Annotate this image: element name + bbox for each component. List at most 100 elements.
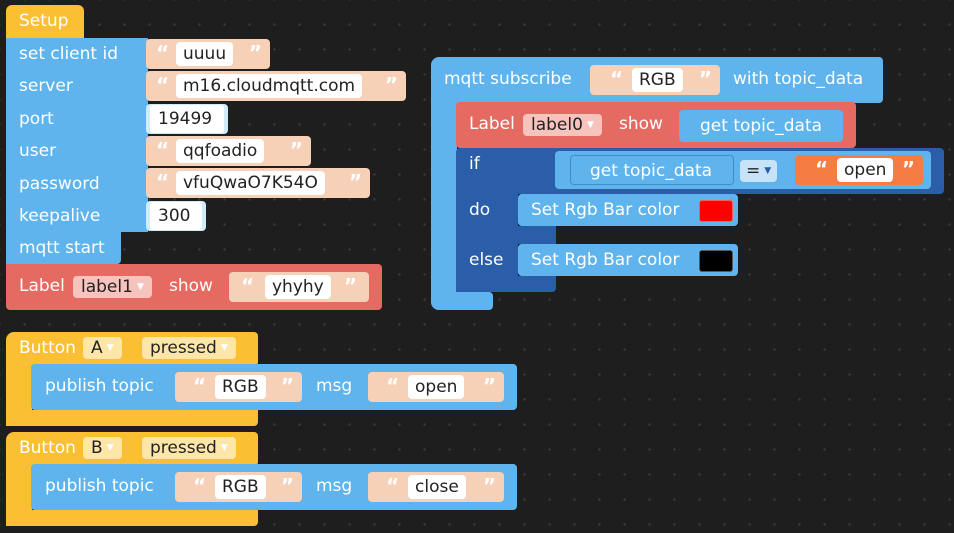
label1-dropdown-value: label1	[81, 277, 133, 297]
quote-close-icon: ”	[280, 374, 294, 398]
button-b-dropdown[interactable]: B▼	[83, 437, 122, 459]
condition-getter-label: get topic_data	[590, 161, 713, 181]
quote-close-icon: ”	[343, 274, 357, 298]
set-client-id-label: set client id	[19, 44, 118, 64]
label1-dropdown[interactable]: label1▼	[73, 276, 152, 298]
quote-open-icon: “	[156, 41, 170, 65]
mqtt-subscribe-label: mqtt subscribe	[444, 69, 572, 89]
set-rgb-red-label: Set Rgb Bar color	[531, 200, 680, 220]
quote-open-icon: “	[156, 170, 170, 194]
port-label: port	[19, 109, 54, 129]
else-label: else	[469, 250, 504, 270]
user-block[interactable]	[6, 135, 148, 167]
keepalive-block[interactable]	[6, 200, 148, 232]
label1-text-string[interactable]: “ yhyhy ”	[229, 272, 369, 302]
quote-close-icon: ”	[280, 474, 294, 498]
do-label: do	[469, 200, 491, 220]
client-id-value[interactable]: uuuu	[176, 42, 234, 66]
mqtt-start-label: mqtt start	[19, 238, 105, 258]
quote-open-icon: “	[156, 138, 170, 162]
label0-dropdown[interactable]: label0▼	[523, 114, 602, 136]
quote-open-icon: “	[610, 67, 624, 91]
quote-open-icon: “	[193, 474, 207, 498]
button-a-dropdown[interactable]: A▼	[83, 337, 122, 359]
publish-a-msg-string[interactable]: “ open ”	[368, 372, 504, 402]
publish-a-topic-string[interactable]: “ RGB ”	[175, 372, 302, 402]
user-label: user	[19, 141, 57, 161]
port-block[interactable]	[6, 102, 148, 135]
quote-close-icon: ”	[289, 138, 303, 162]
client-id-string[interactable]: “ uuuu ”	[146, 39, 270, 69]
if-label: if	[469, 154, 480, 174]
quote-open-icon: “	[815, 157, 829, 181]
keepalive-value[interactable]: 300	[150, 202, 202, 230]
mqtt-start-block[interactable]	[6, 232, 121, 264]
setup-hat-block[interactable]	[6, 5, 84, 39]
password-value[interactable]: vfuQwaO7K54O	[176, 171, 325, 195]
publish-b-topic-value[interactable]: RGB	[215, 475, 266, 499]
chevron-down-icon: ▼	[764, 166, 772, 176]
password-block[interactable]	[6, 167, 148, 200]
condition-getter-block[interactable]	[570, 155, 734, 185]
quote-open-icon: “	[386, 474, 400, 498]
setup-title: Setup	[19, 11, 69, 31]
button-a-label: Button	[19, 338, 76, 358]
publish-a-msg-label: msg	[316, 376, 353, 396]
server-string[interactable]: “ m16.cloudmqtt.com ”	[146, 71, 406, 101]
label0-dropdown-value: label0	[531, 115, 583, 135]
subscribe-topic-string[interactable]: “ RGB ”	[590, 65, 720, 95]
button-a-foot	[6, 410, 258, 426]
get-topic-data-block[interactable]	[679, 110, 843, 142]
chevron-down-icon: ▼	[220, 343, 228, 353]
quote-close-icon: ”	[248, 41, 262, 65]
password-string[interactable]: “ vfuQwaO7K54O ”	[146, 168, 370, 198]
red-color-swatch[interactable]	[699, 200, 733, 222]
chevron-down-icon: ▼	[106, 343, 114, 353]
keepalive-label: keepalive	[19, 206, 101, 226]
publish-b-topic-string[interactable]: “ RGB ”	[175, 472, 302, 502]
operator-dropdown[interactable]: =▼	[740, 160, 778, 182]
button-a-event-value: pressed	[150, 338, 217, 358]
subscribe-topic-value[interactable]: RGB	[632, 68, 683, 92]
operator-value: =	[746, 161, 761, 181]
quote-close-icon: ”	[482, 374, 496, 398]
button-b-event-value: pressed	[150, 438, 217, 458]
password-label: password	[19, 174, 100, 194]
quote-open-icon: “	[156, 73, 170, 97]
publish-b-msg-value[interactable]: close	[408, 475, 466, 499]
server-label: server	[19, 76, 73, 96]
user-value[interactable]: qqfoadio	[176, 139, 265, 163]
quote-close-icon: ”	[348, 170, 362, 194]
publish-b-msg-label: msg	[316, 476, 353, 496]
label1-text-value[interactable]: yhyhy	[265, 275, 331, 299]
server-value[interactable]: m16.cloudmqtt.com	[176, 74, 363, 98]
mqtt-subscribe-stem	[431, 100, 457, 310]
if-else-gap	[456, 226, 556, 244]
quote-close-icon: ”	[384, 73, 398, 97]
quote-open-icon: “	[241, 274, 255, 298]
server-block[interactable]	[6, 70, 148, 102]
publish-b-msg-string[interactable]: “ close ”	[368, 472, 504, 502]
publish-a-label: publish topic	[45, 376, 154, 396]
label-show-label: show	[169, 276, 213, 296]
port-value[interactable]: 19499	[150, 105, 224, 133]
chevron-down-icon: ▼	[586, 120, 594, 130]
set-client-id-block[interactable]	[6, 38, 148, 70]
user-string[interactable]: “ qqfoadio ”	[146, 136, 311, 166]
publish-a-topic-value[interactable]: RGB	[215, 375, 266, 399]
quote-close-icon: ”	[482, 474, 496, 498]
quote-open-icon: “	[193, 374, 207, 398]
black-color-swatch[interactable]	[699, 250, 733, 272]
publish-a-msg-value[interactable]: open	[408, 375, 465, 399]
quote-open-icon: “	[386, 374, 400, 398]
quote-close-icon: ”	[901, 157, 915, 181]
button-b-label: Button	[19, 438, 76, 458]
button-a-event-dropdown[interactable]: pressed▼	[142, 337, 236, 359]
condition-value[interactable]: open	[837, 158, 894, 182]
button-b-event-dropdown[interactable]: pressed▼	[142, 437, 236, 459]
chevron-down-icon: ▼	[136, 282, 144, 292]
quote-close-icon: ”	[698, 67, 712, 91]
button-a-value: A	[91, 338, 103, 358]
label0-show-label: show	[619, 114, 663, 134]
condition-value-string[interactable]: “ open ”	[795, 155, 923, 185]
